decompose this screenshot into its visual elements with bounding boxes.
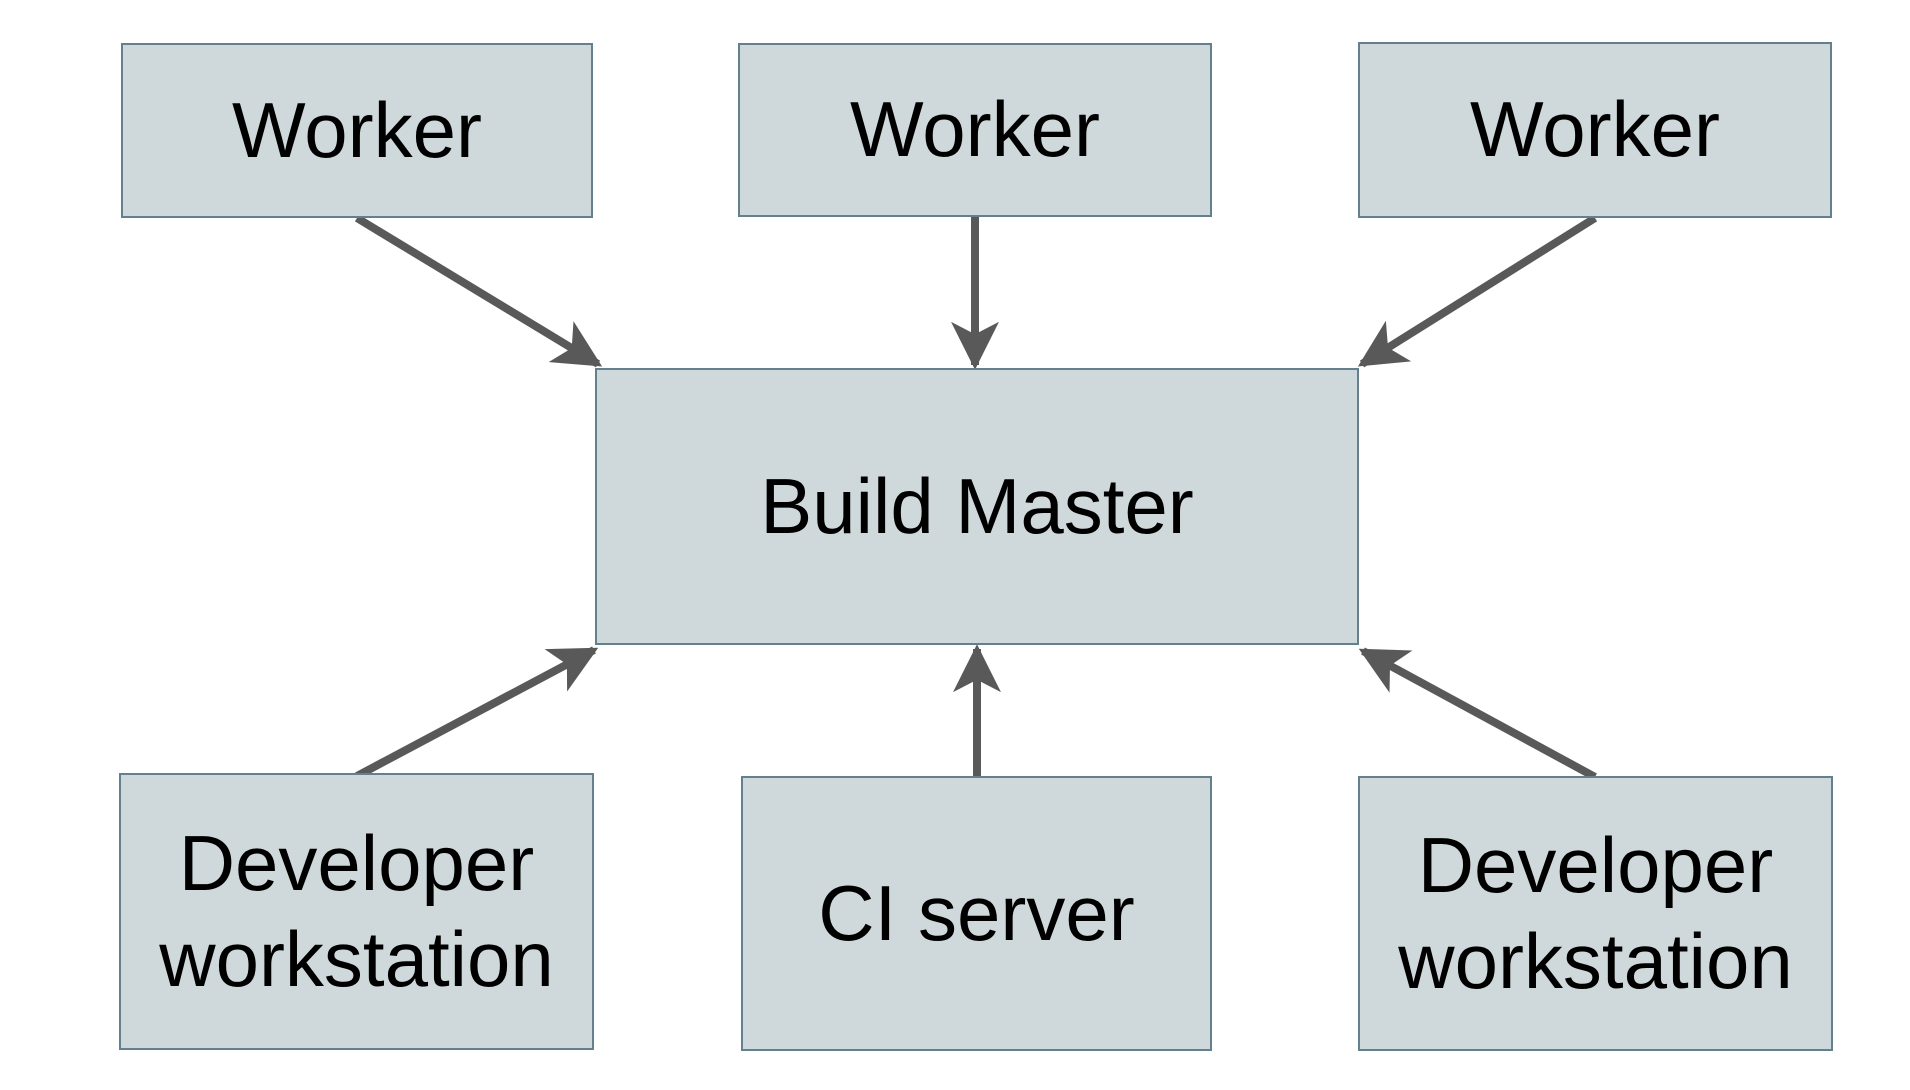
node-worker-3: Worker bbox=[1358, 42, 1832, 218]
node-label: CI server bbox=[818, 868, 1135, 957]
node-ci-server: CI server bbox=[741, 776, 1212, 1051]
node-label: Developer workstation bbox=[1398, 821, 1793, 1005]
arrow-developer-workstation-right-to-build-master bbox=[1358, 647, 1597, 781]
node-build-master: Build Master bbox=[595, 368, 1359, 645]
node-worker-2: Worker bbox=[738, 43, 1212, 217]
node-label: Build Master bbox=[760, 461, 1194, 550]
node-label: Worker bbox=[1470, 85, 1720, 174]
node-label: Worker bbox=[232, 85, 482, 174]
node-label: Worker bbox=[850, 85, 1100, 174]
arrow-worker-1-to-build-master bbox=[354, 214, 603, 368]
node-worker-1: Worker bbox=[121, 43, 593, 218]
arrow-developer-workstation-left-to-build-master bbox=[355, 646, 599, 780]
node-label: Developer workstation bbox=[159, 819, 554, 1003]
node-developer-workstation-right: Developer workstation bbox=[1358, 776, 1833, 1051]
node-developer-workstation-left: Developer workstation bbox=[119, 773, 594, 1050]
arrow-worker-3-to-build-master bbox=[1357, 214, 1598, 368]
